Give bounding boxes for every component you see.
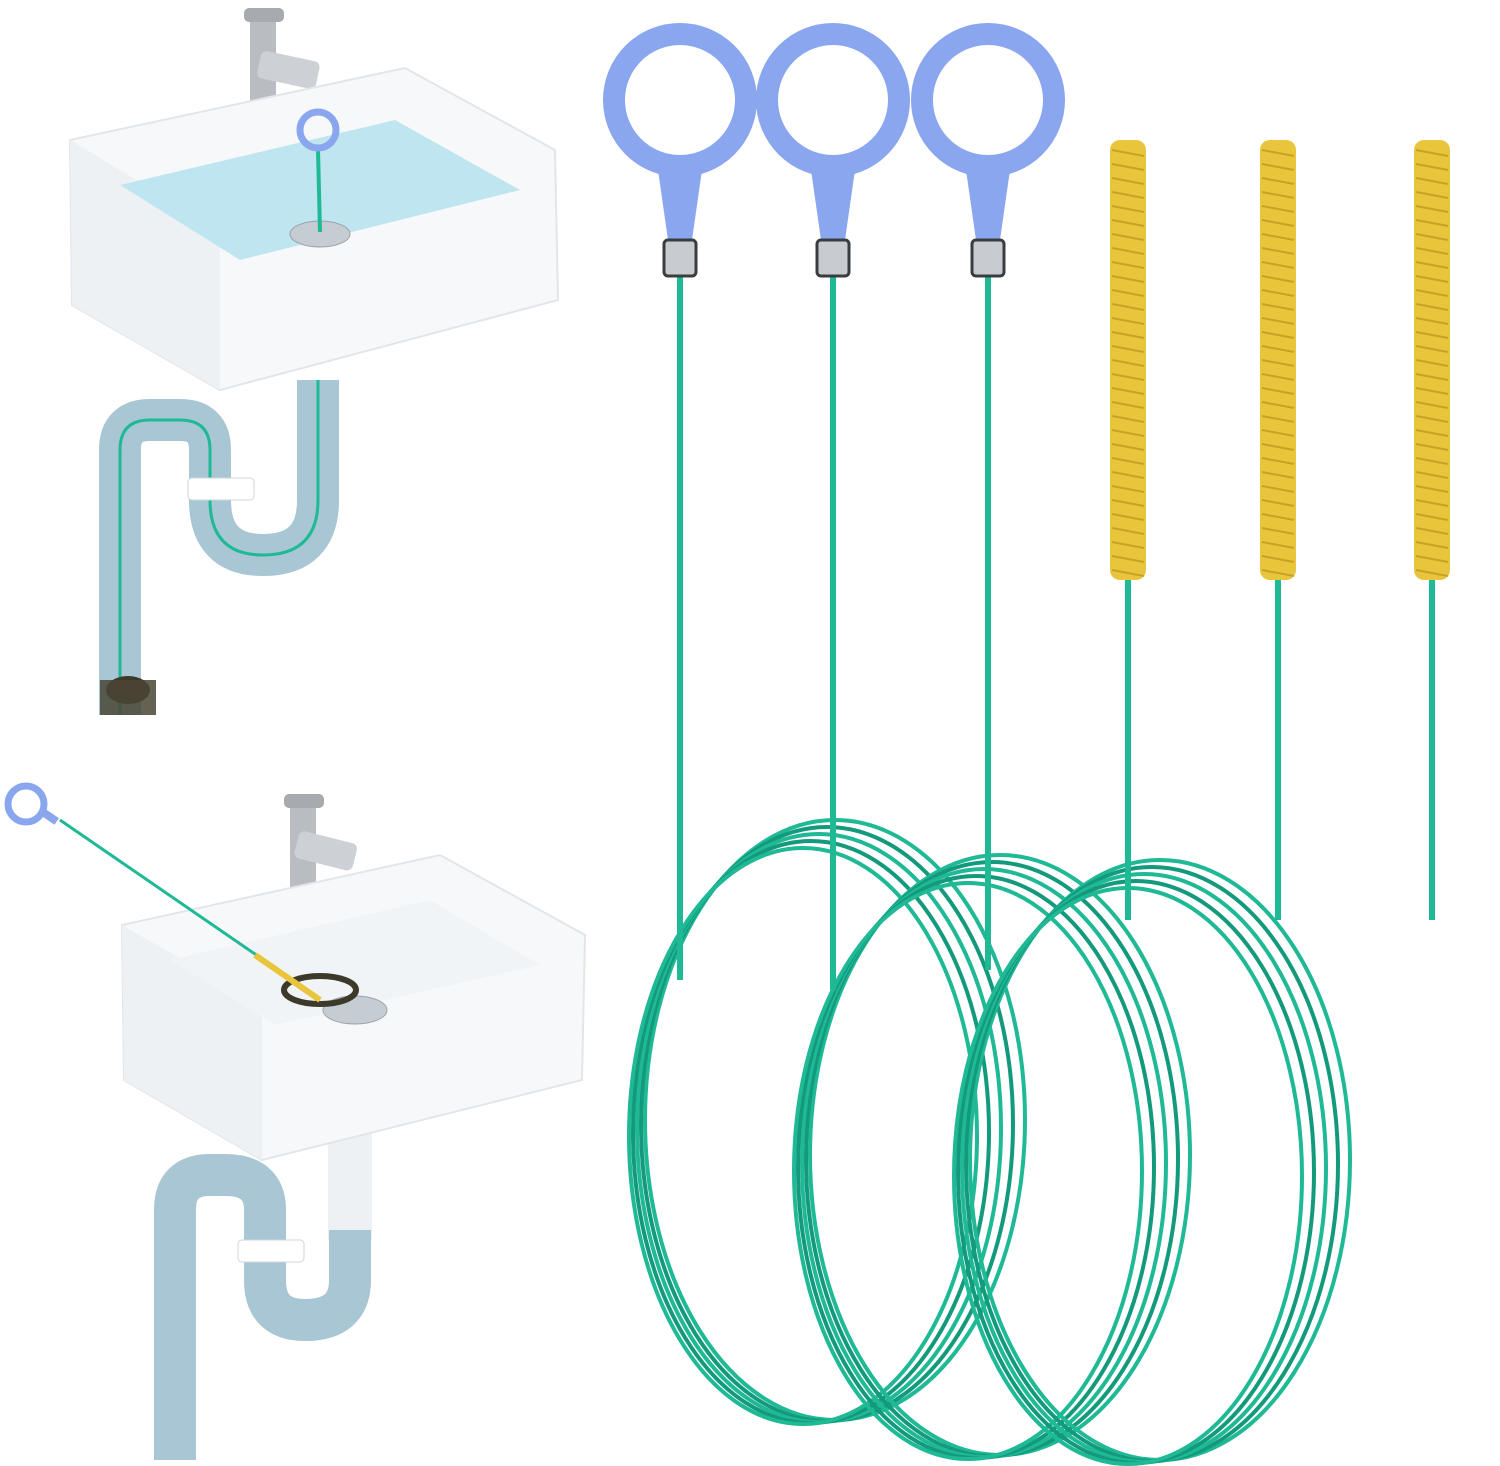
hair-clog <box>281 973 359 1007</box>
pipe-clip <box>237 1239 305 1263</box>
handle-stem <box>811 170 855 240</box>
loop-handle-tool <box>756 23 910 990</box>
loop-handle-tool <box>911 23 1065 970</box>
brush-tip-tools <box>1110 140 1450 920</box>
bottom-sink <box>4 782 587 1162</box>
inserted-loop-handle <box>296 108 340 152</box>
bottom-drain-pipe <box>154 1100 372 1460</box>
loop-handle <box>603 23 757 177</box>
cable-coil <box>627 818 1027 1426</box>
loop-handle <box>756 23 910 177</box>
bottom-sink-scene <box>4 782 587 1460</box>
loop-handle <box>911 23 1065 177</box>
top-sink <box>68 66 560 392</box>
top-drain-pipe <box>99 380 339 715</box>
cable-coil <box>792 853 1192 1461</box>
metal-ferrule <box>815 238 851 278</box>
loop-handle-tool <box>603 23 757 980</box>
metal-ferrule <box>970 238 1006 278</box>
handle-stem <box>966 170 1010 240</box>
brush-tip-tool <box>1110 140 1146 920</box>
loop-handle-tools <box>603 23 1065 990</box>
handle-stem <box>658 170 702 240</box>
pulled-loop-handle <box>4 782 48 826</box>
coiled-cables <box>627 818 1352 1466</box>
metal-ferrule <box>662 238 698 278</box>
pipe-clip <box>187 477 255 501</box>
brush-tip-tool <box>1414 140 1450 920</box>
brush-tip-tool <box>1260 140 1296 920</box>
top-sink-scene <box>68 8 560 715</box>
